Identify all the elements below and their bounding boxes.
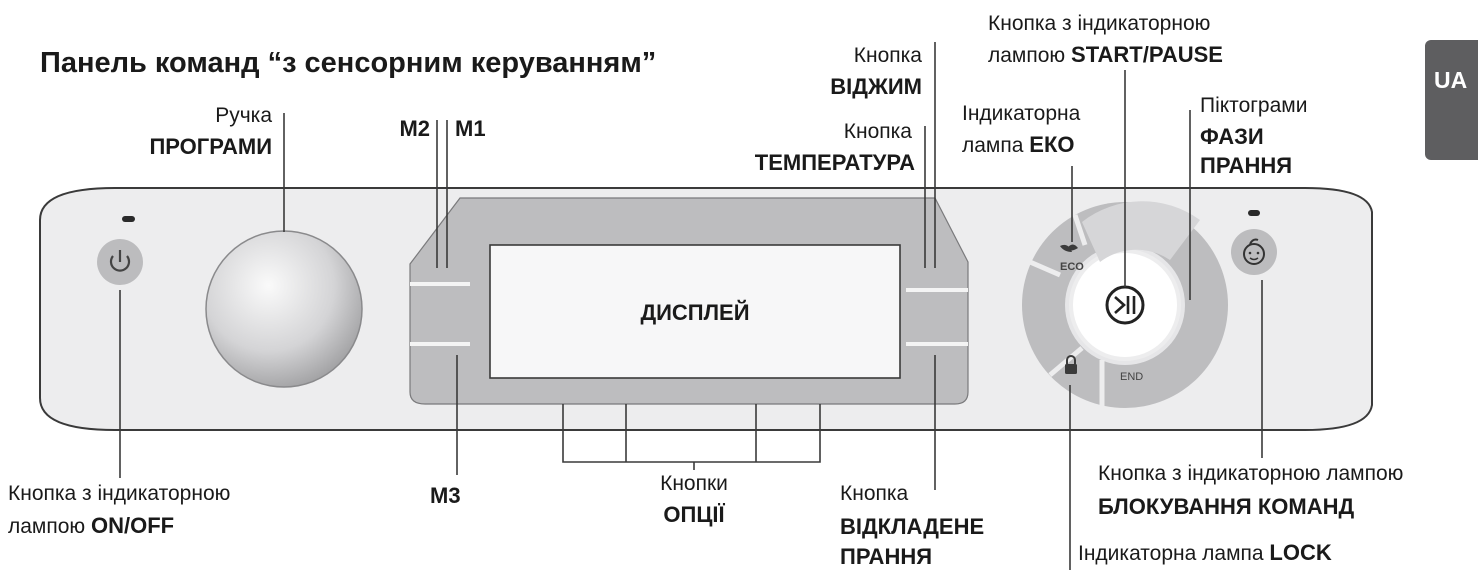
m3-label: M3 [430,483,461,508]
language-tab-label: UA [1434,67,1467,93]
m2-label: M2 [399,116,430,141]
program-knob-label-line1: Ручка [215,104,272,127]
display-label: ДИСПЛЕЙ [640,300,749,325]
temperature-label-line2: ТЕМПЕРАТУРА [755,150,915,175]
wash-phases-label-line2: ФАЗИ [1200,124,1264,149]
power-led [122,216,135,222]
lock-lamp-label: Індикаторна лампа LOCK [1078,540,1332,565]
delay-label-line2: ВІДКЛАДЕНЕ [840,514,984,539]
eco-lamp: ECO [1060,244,1084,273]
spin-label-line1: Кнопка [854,44,923,67]
wash-phases-label-line1: Піктограми [1200,94,1307,117]
spin-label-line2: ВІДЖИМ [830,74,922,99]
power-icon [109,250,131,272]
eco-lamp-label-line2: лампа ЕКО [962,132,1074,157]
options-label-line1: Кнопки [660,472,728,495]
program-knob-label-line2: ПРОГРАМИ [149,134,272,159]
delay-label-line3: ПРАННЯ [840,544,932,569]
on-off-label-line1: Кнопка з індикаторною [8,482,230,505]
display-screen [489,244,901,379]
lock-lamp [1065,355,1077,374]
key-lock-label-line1: Кнопка з індикаторною лампою [1098,462,1403,485]
child-lock-led [1248,210,1260,216]
eco-icon-text: ECO [1060,261,1084,273]
start-pause-label-line1: Кнопка з індикаторною [988,12,1210,35]
options-buttons-bracket [562,404,821,470]
play-pause-icon [1114,296,1136,314]
child-lock-button[interactable] [1231,229,1277,275]
diagram-title: Панель команд “з сенсорним керуванням” [40,47,656,79]
eco-lamp-label-line1: Індикаторна [962,102,1081,125]
padlock-icon [1065,355,1077,374]
delay-label-line1: Кнопка [840,482,909,505]
key-lock-label-line2: БЛОКУВАННЯ КОМАНД [1098,494,1354,519]
temperature-label-line1: Кнопка [844,120,913,143]
child-lock-icon [1243,238,1265,265]
leaf-icon [1060,244,1078,252]
language-tab: UA [1425,40,1478,160]
program-knob[interactable] [205,230,363,388]
options-label-line2: ОПЦІЇ [663,502,725,527]
m1-label: M1 [455,116,486,141]
power-button[interactable] [97,239,143,285]
start-pause-button[interactable] [1085,265,1165,345]
start-pause-label-line2: лампою START/PAUSE [988,42,1223,67]
end-icon-text: END [1120,371,1143,383]
on-off-label-line2: лампою ON/OFF [8,513,174,538]
wash-phases-label-line3: ПРАННЯ [1200,153,1292,178]
